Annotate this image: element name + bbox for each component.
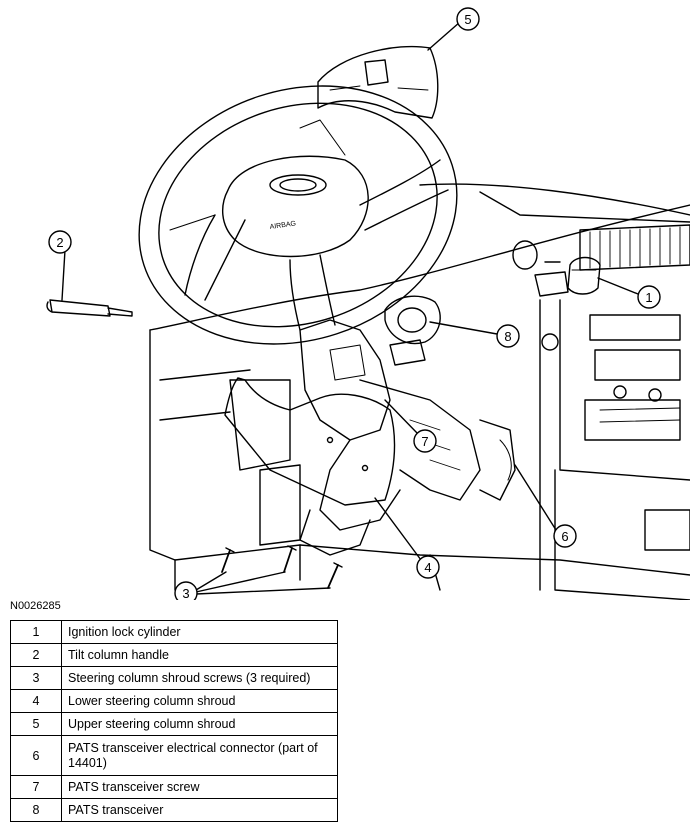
legend-text: Upper steering column shroud: [61, 712, 338, 736]
legend-text: PATS transceiver: [61, 798, 338, 822]
legend-row: 2 Tilt column handle: [10, 643, 338, 667]
figure-id: N0026285: [10, 600, 61, 612]
legend-num: 1: [10, 620, 62, 644]
legend-num: 2: [10, 643, 62, 667]
legend-num: 8: [10, 798, 62, 822]
lower-column-shroud: [224, 377, 396, 506]
legend-text: Ignition lock cylinder: [61, 620, 338, 644]
legend-row: 7 PATS transceiver screw: [10, 775, 338, 799]
air-vent: [579, 224, 690, 271]
legend-num: 4: [10, 689, 62, 713]
legend-num: 3: [10, 666, 62, 690]
legend-text: Lower steering column shroud: [61, 689, 338, 713]
callout-6: 6: [561, 529, 568, 544]
callout-2: 2: [56, 235, 63, 250]
legend-row: 8 PATS transceiver: [10, 798, 338, 822]
legend-num: 5: [10, 712, 62, 736]
tilt-column-handle: [46, 299, 133, 317]
callouts: 5 2 1 8 7 6 4 3: [48, 7, 661, 600]
callout-1: 1: [645, 290, 652, 305]
legend-row: 4 Lower steering column shroud: [10, 689, 338, 713]
legend-text: Steering column shroud screws (3 require…: [61, 666, 338, 690]
callout-7: 7: [421, 434, 428, 449]
legend-num: 6: [10, 735, 62, 776]
legend-row: 5 Upper steering column shroud: [10, 712, 338, 736]
column-mechanism: [229, 295, 516, 556]
legend-table: 1 Ignition lock cylinder 2 Tilt column h…: [10, 620, 338, 822]
callout-8: 8: [504, 329, 511, 344]
airbag-label: AIRBAG: [269, 220, 296, 231]
upper-column-shroud: [317, 45, 439, 119]
legend-row: 6 PATS transceiver electrical connector …: [10, 735, 338, 776]
radio-panel: [541, 314, 690, 551]
steering-wheel: [138, 85, 458, 345]
ignition-lock-cylinder: [512, 240, 601, 297]
legend-num: 7: [10, 775, 62, 799]
callout-4: 4: [424, 560, 431, 575]
legend-text: PATS transceiver electrical connector (p…: [61, 735, 338, 776]
legend-text: Tilt column handle: [61, 643, 338, 667]
shroud-screws: [221, 545, 343, 589]
legend-row: 1 Ignition lock cylinder: [10, 620, 338, 644]
callout-3: 3: [182, 586, 189, 600]
steering-column-illustration: AIRBAG: [46, 7, 690, 600]
legend-row: 3 Steering column shroud screws (3 requi…: [10, 666, 338, 690]
legend-text: PATS transceiver screw: [61, 775, 338, 799]
callout-5: 5: [464, 12, 471, 27]
